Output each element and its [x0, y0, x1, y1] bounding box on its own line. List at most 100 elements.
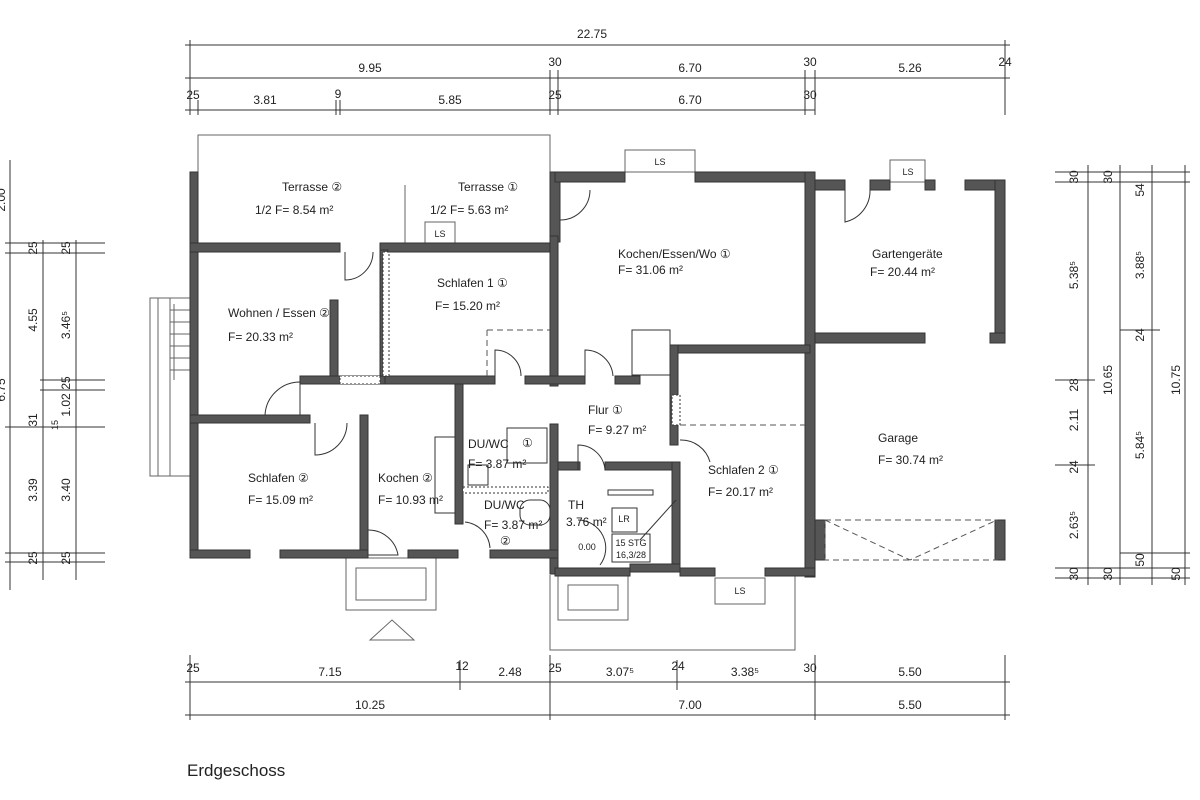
dim-label: 2.11 [1067, 408, 1081, 431]
dim-label: 50 [1169, 567, 1183, 581]
room-area: 3.76 m² [566, 515, 607, 529]
stairs-label: 15 STG [615, 538, 646, 548]
room-wohnen-essen: Wohnen / Essen ② F= 20.33 m² [228, 306, 330, 344]
dim-label: 28 [1067, 378, 1081, 392]
room-schlafen-1: Schlafen 1 ① F= 15.20 m² [435, 276, 508, 313]
room-flur: Flur ① F= 9.27 m² [588, 403, 646, 437]
room-garage: Garage F= 30.74 m² [878, 431, 943, 467]
dim-label: 10.65 [1101, 365, 1115, 395]
room-kochen-essen-wo: Kochen/Essen/Wo ① F= 31.06 m² [618, 247, 731, 277]
fixtures [434, 329, 677, 563]
dim-label: 30 [1101, 170, 1115, 184]
dim-label: 10.75 [1169, 365, 1183, 395]
dim-label: 5.50 [898, 698, 922, 712]
dims-right: 30 5.38⁵ 28 2.11 24 2.63⁵ 30 30 10.65 30… [1067, 170, 1183, 581]
dim-label: 3.81 [253, 93, 277, 107]
dims-top-row3: 25 3.81 9 5.85 25 6.70 30 [186, 87, 817, 107]
room-area: F= 3.87 m² [468, 457, 526, 471]
dim-label: 24 [998, 55, 1012, 69]
room-area: F= 20.44 m² [870, 265, 935, 279]
unit-number: ② [500, 534, 511, 548]
room-area: F= 15.20 m² [435, 299, 500, 313]
dim-label: 24 [1067, 460, 1081, 474]
room-name: Schlafen 2 ① [708, 463, 779, 477]
room-name: Terrasse ① [458, 180, 518, 194]
dim-label: 31 [26, 413, 40, 427]
dim-label: 6.75 [0, 378, 8, 402]
room-area: F= 9.27 m² [588, 423, 646, 437]
room-name: DU/WC [484, 498, 525, 512]
dimension-lines-right [1055, 165, 1190, 585]
dim-label: 7.00 [678, 698, 702, 712]
dim-label: 30 [803, 55, 817, 69]
room-name: DU/WC [468, 437, 509, 451]
room-area: F= 3.87 m² [484, 518, 542, 532]
dimension-lines-bottom [185, 655, 1010, 720]
dim-total-width: 22.75 [577, 27, 607, 41]
room-area: F= 15.09 m² [248, 493, 313, 507]
dim-label: 30 [1067, 567, 1081, 581]
dim-label: 25 [548, 661, 562, 675]
dims-top-row2: 9.95 30 6.70 30 5.26 24 [358, 55, 1012, 75]
dim-label: 30 [548, 55, 562, 69]
dim-label: 30 [803, 661, 817, 675]
room-gartengeraete: Gartengeräte F= 20.44 m² [870, 247, 943, 279]
plan-title: Erdgeschoss [187, 761, 285, 780]
dim-label: 24 [671, 659, 685, 673]
dim-label: 25 [186, 88, 200, 102]
dim-label: 2.63⁵ [1067, 511, 1081, 539]
room-th: TH 3.76 m² [566, 498, 607, 529]
dim-label: 6.70 [678, 61, 702, 75]
room-name: Gartengeräte [872, 247, 943, 261]
dim-label: 5.50 [898, 665, 922, 679]
dim-label: 5.84⁵ [1133, 431, 1147, 459]
window-label-ls: LS [902, 167, 913, 177]
dim-label: 3.07⁵ [606, 665, 634, 679]
dim-label: 5.26 [898, 61, 922, 75]
dim-label: 12 [455, 659, 469, 673]
dim-label: 25 [186, 661, 200, 675]
dim-label: 25 [548, 88, 562, 102]
dims-bottom-row2: 10.25 7.00 5.50 [355, 698, 922, 712]
dim-label: 25 [59, 551, 73, 565]
dim-label: 50 [1133, 553, 1147, 567]
lr-label: LR [618, 514, 630, 524]
dim-label: 9.95 [358, 61, 382, 75]
dim-label: 3.39 [26, 478, 40, 502]
doors [264, 189, 871, 566]
garage-door-dashed [486, 329, 998, 561]
dim-label: 3.88⁵ [1133, 251, 1147, 279]
dim-label: 3.46⁵ [59, 311, 73, 339]
dim-label: 10.25 [355, 698, 385, 712]
stairs-ratio-label: 16,3/28 [616, 550, 646, 560]
dim-label: 6.70 [678, 93, 702, 107]
room-name: Terrasse ② [282, 180, 342, 194]
room-du-wc-2: DU/WC F= 3.87 m² ② [484, 498, 542, 548]
room-schlafen-2: Schlafen 2 ① F= 20.17 m² [708, 463, 779, 499]
room-name: TH [568, 498, 584, 512]
room-name: Kochen/Essen/Wo ① [618, 247, 731, 261]
dim-label: 25 [26, 551, 40, 565]
dims-bottom-row1: 25 7.15 12 2.48 25 3.07⁵ 24 3.38⁵ 30 5.5… [186, 659, 922, 679]
room-area: F= 31.06 m² [618, 263, 683, 277]
room-area: 1/2 F= 8.54 m² [255, 203, 333, 217]
dim-label: 2.48 [498, 665, 522, 679]
dim-label: 25 [59, 241, 73, 255]
dim-label: 54 [1133, 183, 1147, 197]
dims-left: 6.75 2.00 25 4.55 31 3.39 25 25 3.46⁵ 25… [0, 188, 73, 565]
door-kitchen [559, 189, 591, 221]
dim-label: 25 [59, 376, 73, 390]
room-area: 1/2 F= 5.63 m² [430, 203, 508, 217]
dim-label: 5.85 [438, 93, 462, 107]
unit-number: ① [522, 436, 533, 450]
window-label-ls: LS [434, 229, 445, 239]
room-terrasse-1: Terrasse ① 1/2 F= 5.63 m² [430, 180, 518, 217]
dim-label: 24 [1133, 328, 1147, 342]
level-label: 0.00 [578, 542, 596, 552]
dim-label: 30 [1101, 567, 1115, 581]
dim-label: 4.55 [26, 308, 40, 332]
room-area: F= 20.17 m² [708, 485, 773, 499]
room-area: F= 20.33 m² [228, 330, 293, 344]
entrance-arrow-icon [368, 619, 416, 641]
dim-label: 9 [335, 87, 342, 101]
